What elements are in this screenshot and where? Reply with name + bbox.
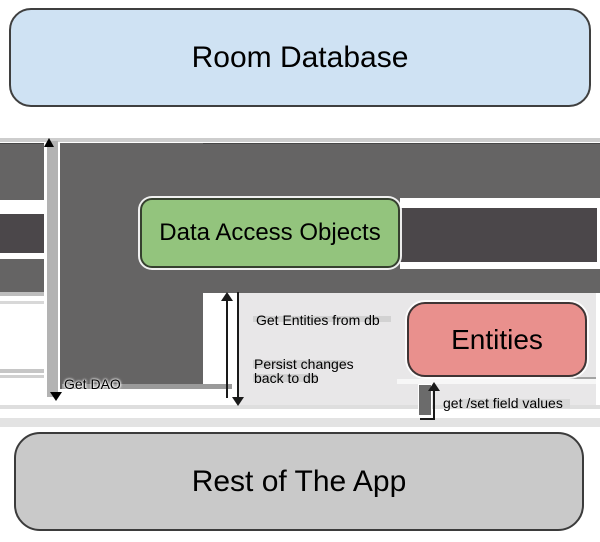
glitch-streak [0, 292, 44, 296]
node-data-access-objects-label: Data Access Objects [159, 219, 381, 246]
get-dao-arrow-shaft [47, 141, 58, 397]
get-dao-arrow-line [62, 384, 232, 389]
arrowhead-up-icon [221, 292, 233, 301]
node-entities-label: Entities [451, 323, 543, 355]
get-set-arrow-bar [419, 385, 431, 415]
glitch-streak [253, 316, 391, 322]
get-entities-arrow-shaft [226, 294, 228, 398]
darker-gray-band-left [0, 214, 44, 253]
glitch-gap [597, 208, 600, 262]
arrowhead-up-icon [44, 138, 54, 147]
persist-changes-arrow-shaft [237, 292, 239, 398]
glitch-line [0, 138, 600, 142]
glitch-gap [400, 198, 600, 208]
get-set-arrow-shaft [433, 384, 435, 419]
glitch-streak [253, 374, 317, 382]
node-entities: Entities [407, 302, 587, 377]
arrow-foot-tick [420, 418, 435, 420]
node-rest-of-the-app: Rest of The App [14, 432, 584, 531]
arrowhead-up-icon [428, 382, 440, 391]
glitch-stripe [0, 418, 600, 427]
glitch-streak [0, 375, 44, 378]
glitch-streak [540, 377, 596, 379]
glitch-stripe [0, 405, 600, 409]
edge-label-get-set-field-values: get /set field values [443, 395, 563, 411]
arrowhead-down-icon [232, 397, 244, 406]
glitch-gap [400, 262, 600, 269]
glitch-streak [0, 301, 44, 304]
node-data-access-objects: Data Access Objects [140, 198, 400, 268]
edge-label-get-entities: Get Entities from db [256, 312, 380, 328]
glitch-gap [0, 200, 44, 214]
darker-gray-band-right [400, 208, 597, 262]
glitch-streak [460, 399, 508, 408]
node-rest-of-the-app-label: Rest of The App [191, 464, 407, 498]
node-room-database-label: Room Database [191, 40, 409, 74]
glitch-streak [0, 369, 44, 373]
arrowhead-down-icon [50, 392, 62, 401]
edge-label-persist-changes: Persist changes back to db [254, 356, 354, 386]
node-room-database: Room Database [9, 8, 591, 107]
glitch-streak [397, 379, 596, 384]
glitch-gap [0, 253, 44, 259]
glitch-streak [253, 360, 347, 368]
edge-label-get-dao: Get DAO [64, 376, 121, 392]
glitch-streak [518, 399, 570, 408]
